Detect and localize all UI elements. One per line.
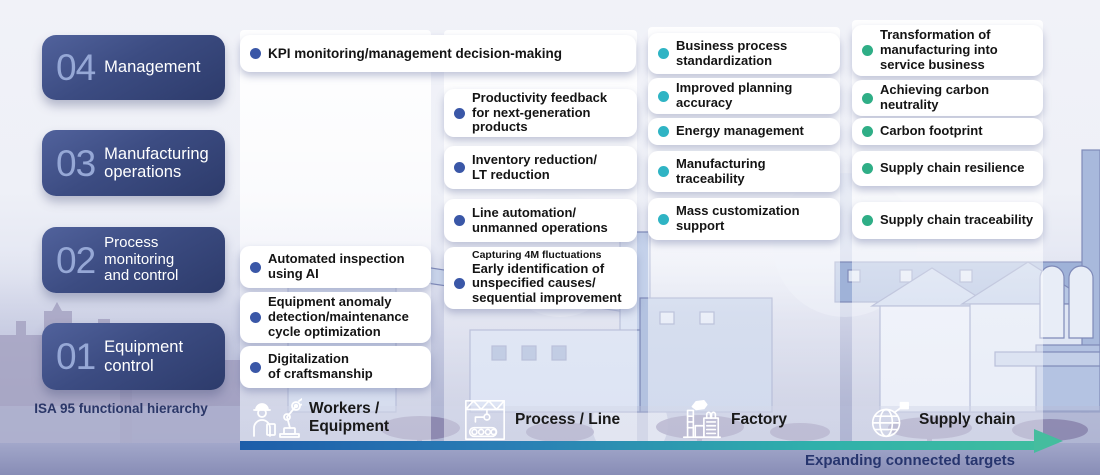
card-text: Digitalization of craftsmanship [268,351,373,381]
bullet-dot [658,48,669,59]
card-text: Manufacturing traceability [676,155,766,186]
level-number: 04 [56,47,96,88]
card-supply-chain-resilience: Supply chain resilience [852,151,1043,186]
bullet-dot [658,213,669,225]
arrow-head-icon [1034,429,1063,453]
card-improved-planning: Improved planning accuracy [648,78,840,114]
card-automated-inspection: Automated inspection using AI [240,246,431,288]
card-text: Carbon footprint [880,123,983,139]
card-text: Inventory reduction/ LT reduction [472,151,597,182]
column-label-supply-chain: Supply chain [866,396,1036,443]
card-productivity-feedback: Productivity feedback for next-generatio… [444,89,637,137]
card-energy-management: Energy management [648,118,840,145]
isa95-caption: ISA 95 functional hierarchy [34,401,208,416]
expanding-targets-arrow [240,441,1036,450]
card-text: Line automation/ unmanned operations [472,204,608,235]
hierarchy-level-4: 04 Management [42,35,225,100]
bullet-dot [250,361,261,373]
card-text: Early identification of unspecified caus… [472,260,622,306]
card-kpi-monitoring: KPI monitoring/management decision-makin… [240,35,636,72]
bullet-dot [454,278,465,290]
factory-icon [678,397,724,443]
gantry-conveyor-icon [462,397,508,443]
card-text: Business process standardization [676,37,788,68]
level-number: 01 [56,336,96,377]
bullet-dot [862,163,873,174]
column-label-text: Factory [731,410,787,428]
card-text: Equipment anomaly detection/maintenance … [268,294,409,339]
bullet-dot [250,48,261,59]
column-label-workers-equipment: Workers / Equipment [250,394,430,441]
card-carbon-neutrality: Achieving carbon neutrality [852,80,1043,116]
bullet-dot [862,126,873,137]
level-label: Process monitoring and control [104,234,179,285]
card-text: Transformation of manufacturing into ser… [880,27,998,72]
level-number: 03 [56,142,96,184]
level-number: 02 [56,239,96,281]
column-label-text: Workers / Equipment [309,400,390,435]
card-inventory-reduction: Inventory reduction/ LT reduction [444,146,637,189]
bullet-dot [250,261,261,273]
card-subtitle: Capturing 4M fluctuations [472,249,602,261]
card-text: Improved planning accuracy [676,80,793,110]
bullet-dot [658,166,669,177]
level-label: Management [104,58,201,77]
card-line-automation: Line automation/ unmanned operations [444,199,637,242]
bullet-dot [862,92,873,104]
worker-robot-icon [250,396,302,440]
bullet-dot [454,107,465,119]
card-mass-customization: Mass customization support [648,198,840,240]
card-text: Productivity feedback for next-generatio… [472,89,608,135]
hierarchy-level-1: 01 Equipment control [42,323,225,390]
bullet-dot [862,45,873,56]
hierarchy-level-3: 03 Manufacturing operations [42,130,225,196]
bullet-dot [658,90,669,102]
bullet-dot [658,126,669,137]
globe-icon [866,397,912,443]
column-label-text: Supply chain [919,410,1016,428]
card-manufacturing-traceability: Manufacturing traceability [648,151,840,192]
card-digitalization-craftsmanship: Digitalization of craftsmanship [240,346,431,388]
card-carbon-footprint: Carbon footprint [852,118,1043,145]
card-supply-chain-traceability: Supply chain traceability [852,202,1043,239]
card-transformation-service: Transformation of manufacturing into ser… [852,25,1043,76]
level-label: Manufacturing operations [104,144,209,181]
card-text: Energy management [676,123,804,139]
card-row: Early identification of unspecified caus… [454,260,622,306]
card-inner: Capturing 4M fluctuations Early identifi… [454,249,622,306]
column-label-factory: Factory [678,396,838,443]
bullet-dot [454,162,465,173]
card-text: Supply chain resilience [880,160,1025,176]
column-label-process-line: Process / Line [462,396,642,443]
card-equipment-anomaly: Equipment anomaly detection/maintenance … [240,292,431,343]
bullet-dot [454,215,465,226]
expanding-targets-label: Expanding connected targets [804,452,1016,469]
card-text: Mass customization support [676,203,800,233]
bullet-dot [250,312,261,323]
card-business-process: Business process standardization [648,33,840,74]
card-early-identification: Capturing 4M fluctuations Early identifi… [444,247,637,309]
column-label-text: Process / Line [515,410,621,428]
bullet-dot [862,215,873,226]
card-text: Automated inspection using AI [268,251,405,281]
card-text: Achieving carbon neutrality [880,82,990,112]
level-label: Equipment control [104,338,184,375]
card-text: Supply chain traceability [880,212,1034,228]
card-text: KPI monitoring/management decision-makin… [268,45,563,61]
hierarchy-level-2: 02 Process monitoring and control [42,227,225,293]
